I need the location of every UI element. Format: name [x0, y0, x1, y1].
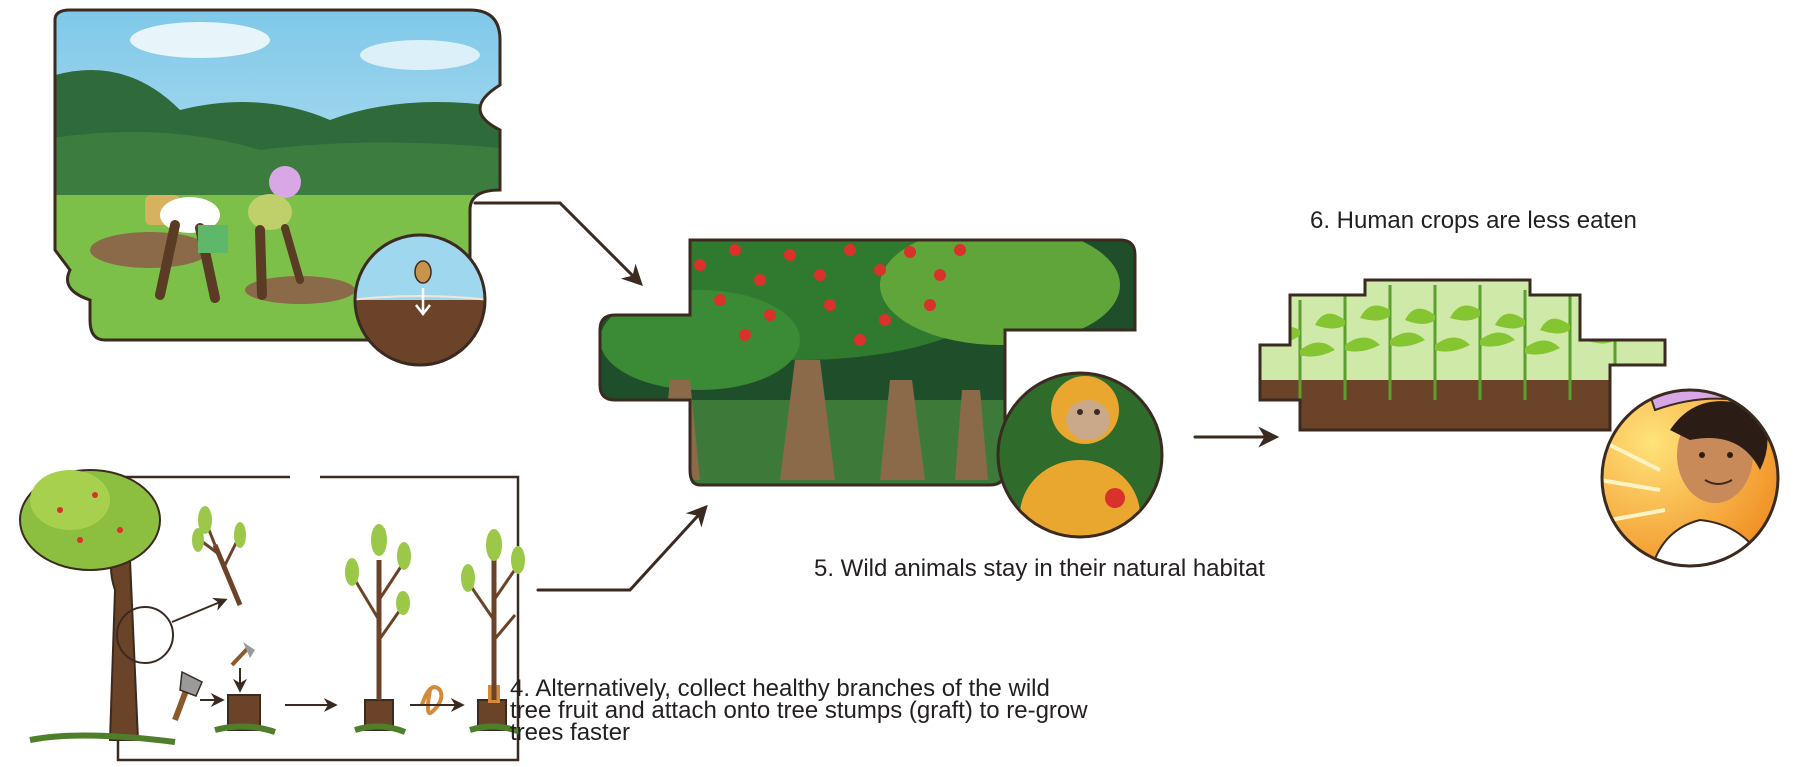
crop-field-scene — [1255, 275, 1785, 575]
arrow-planting-to-forest — [475, 203, 640, 283]
stump-icon — [215, 695, 275, 732]
grafting-steps — [20, 470, 525, 760]
monkey-inset — [995, 370, 1165, 570]
fruit-tree-icon — [20, 470, 175, 742]
cut-branch-icon — [192, 506, 246, 605]
step-6-caption: 6. Human crops are less eaten — [1310, 210, 1637, 232]
forest-scene — [590, 220, 1165, 570]
step-5-caption: 5. Wild animals stay in their natural ha… — [814, 558, 1265, 580]
grafted-sapling-icon — [345, 524, 411, 732]
small-axe-icon — [232, 642, 255, 665]
step-4-caption: 4. Alternatively, collect healthy branch… — [510, 678, 1088, 744]
arrow-grafting-to-forest — [538, 508, 705, 590]
planting-scene — [40, 0, 520, 370]
twine-icon — [422, 687, 441, 713]
axe-icon — [175, 672, 202, 720]
farmer-inset — [1595, 383, 1785, 576]
